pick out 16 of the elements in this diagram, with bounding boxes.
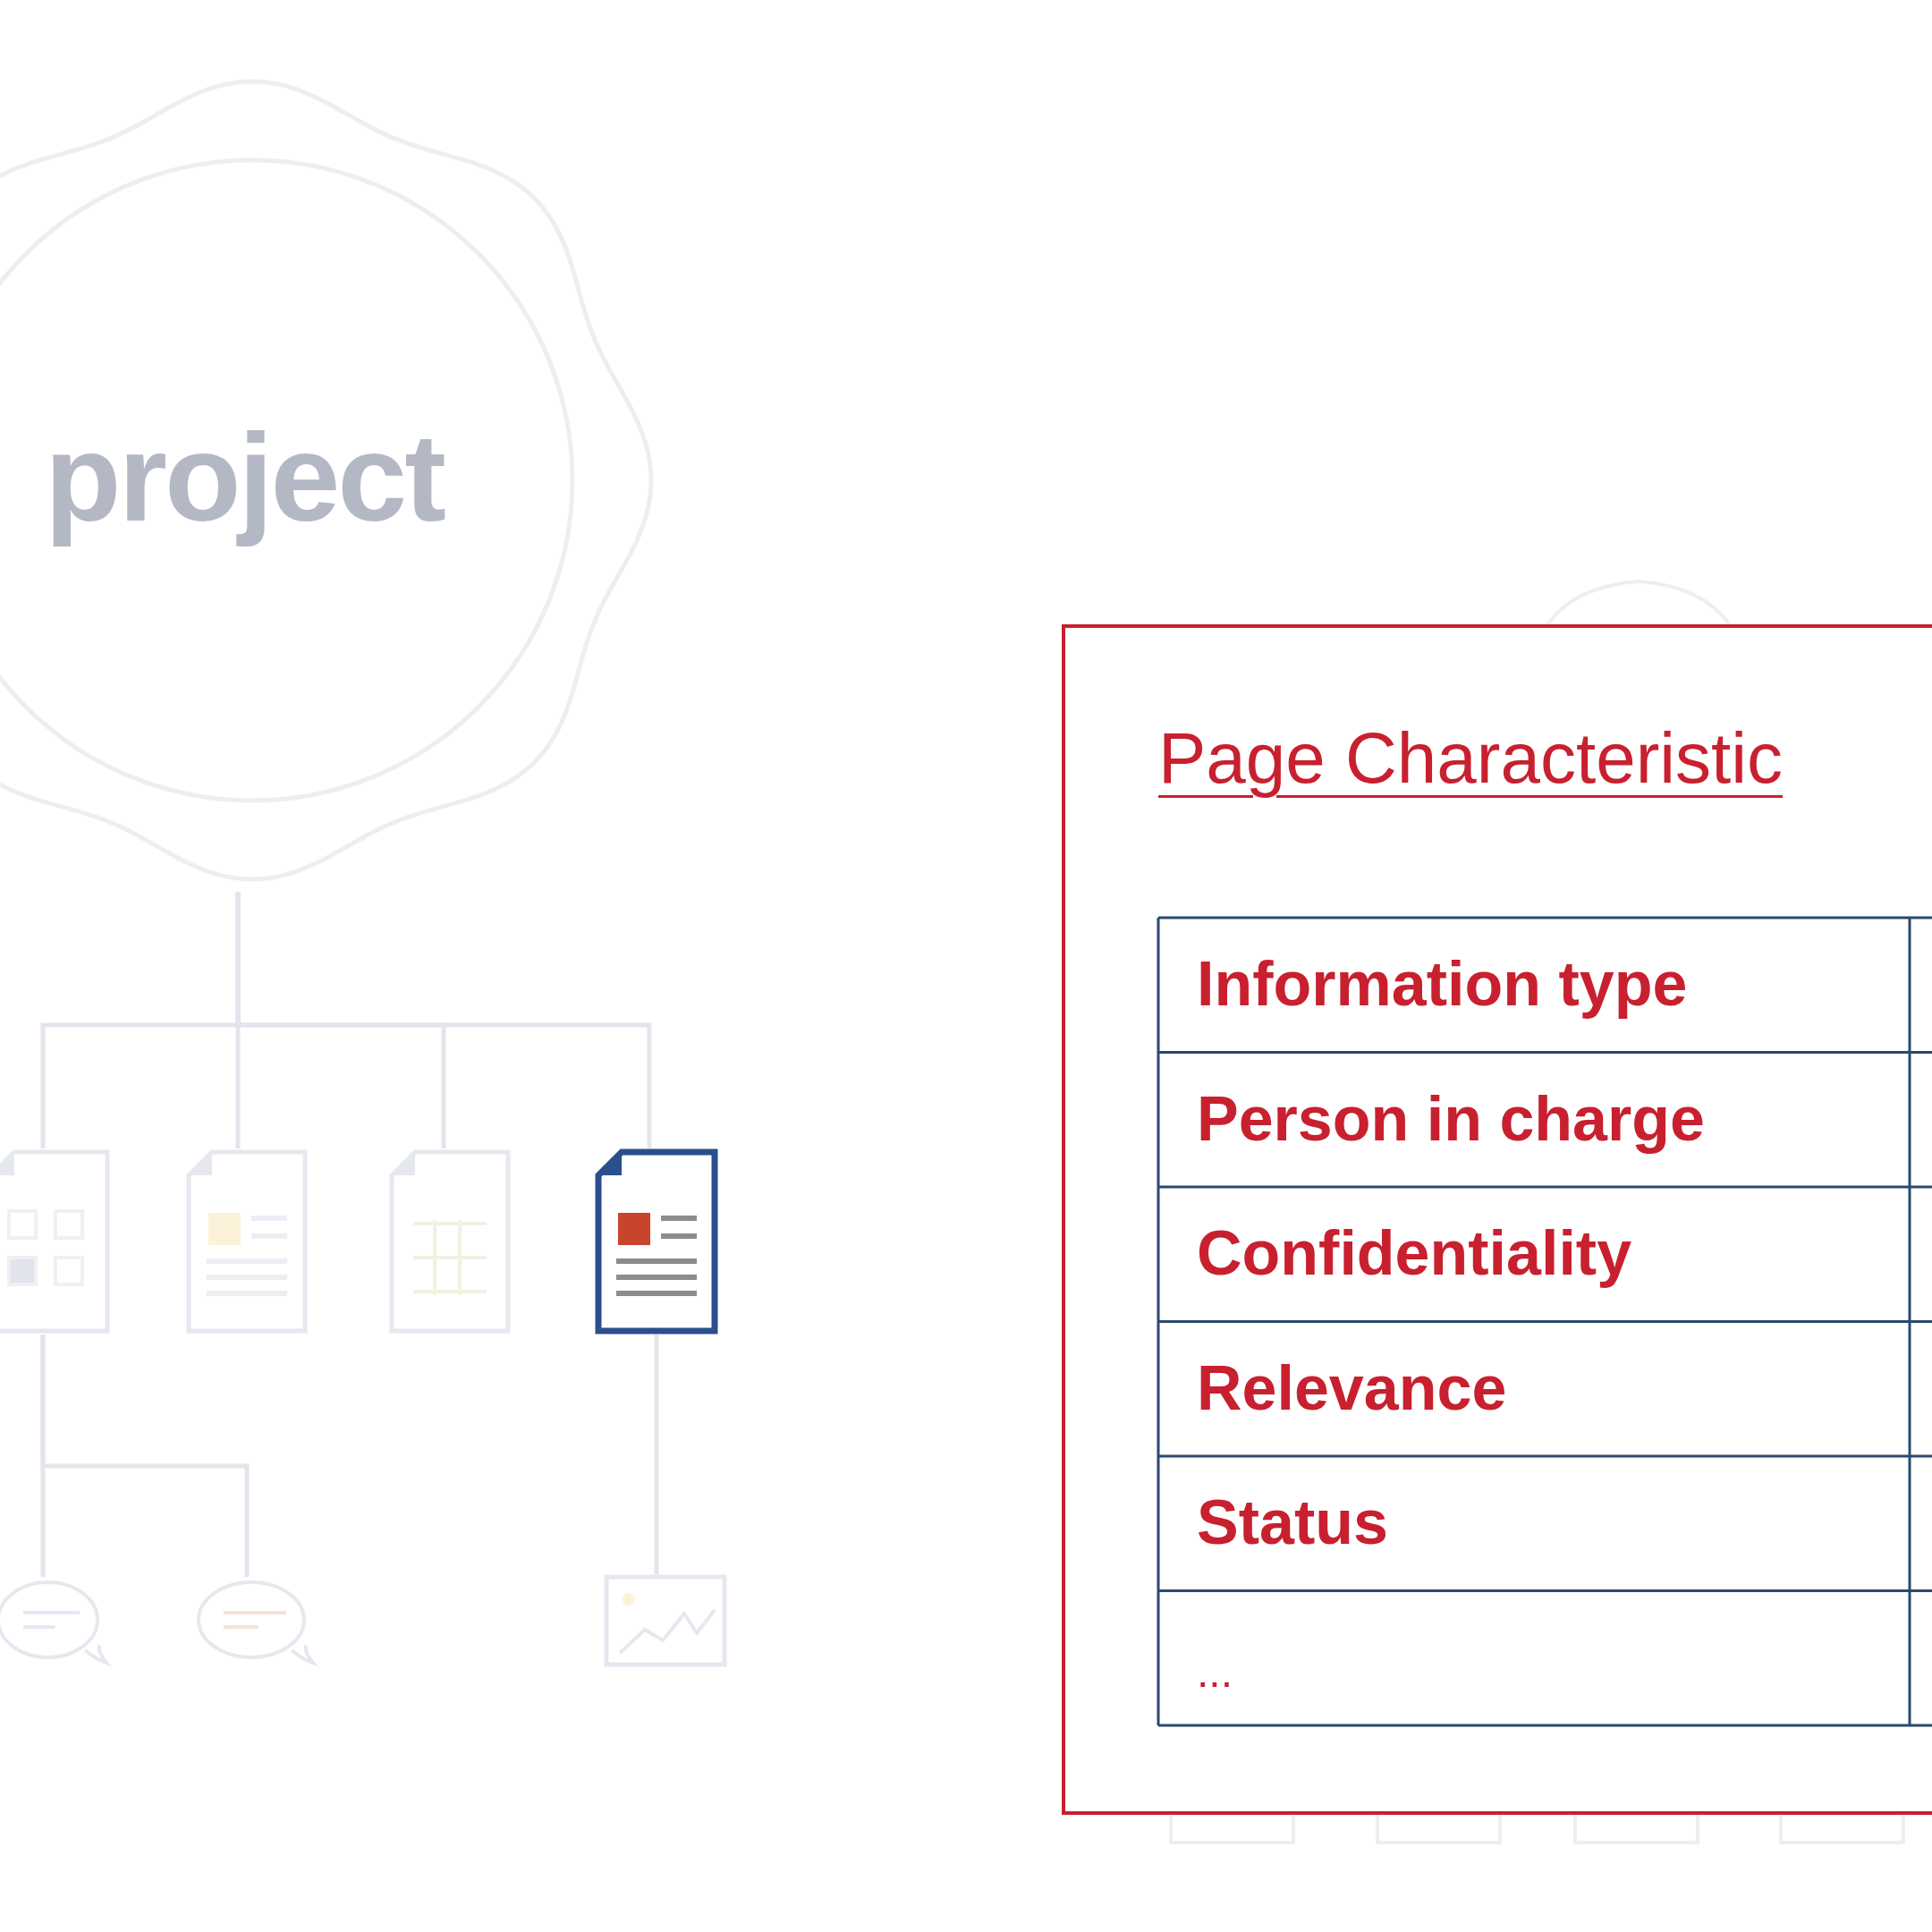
row-heading: Person in charge <box>1197 1082 1705 1156</box>
document-icon <box>0 1148 111 1335</box>
document-icon <box>595 1148 720 1335</box>
badge-label: project <box>45 409 444 547</box>
document-icon <box>388 1148 512 1335</box>
row-heading: Information type <box>1197 948 1688 1021</box>
panel-frame <box>1062 624 1932 1815</box>
document-icon <box>185 1148 309 1335</box>
row-heading: Confidentiality <box>1197 1217 1632 1290</box>
line-chart-icon <box>604 1574 727 1667</box>
row-heading: ... <box>1197 1647 1233 1698</box>
connector-line <box>654 1335 659 1574</box>
row-heading: Status <box>1197 1487 1388 1559</box>
panel-title: Page Characteristic <box>1158 717 1784 800</box>
row-heading: Relevance <box>1197 1352 1507 1425</box>
connector-line <box>40 1335 250 1577</box>
